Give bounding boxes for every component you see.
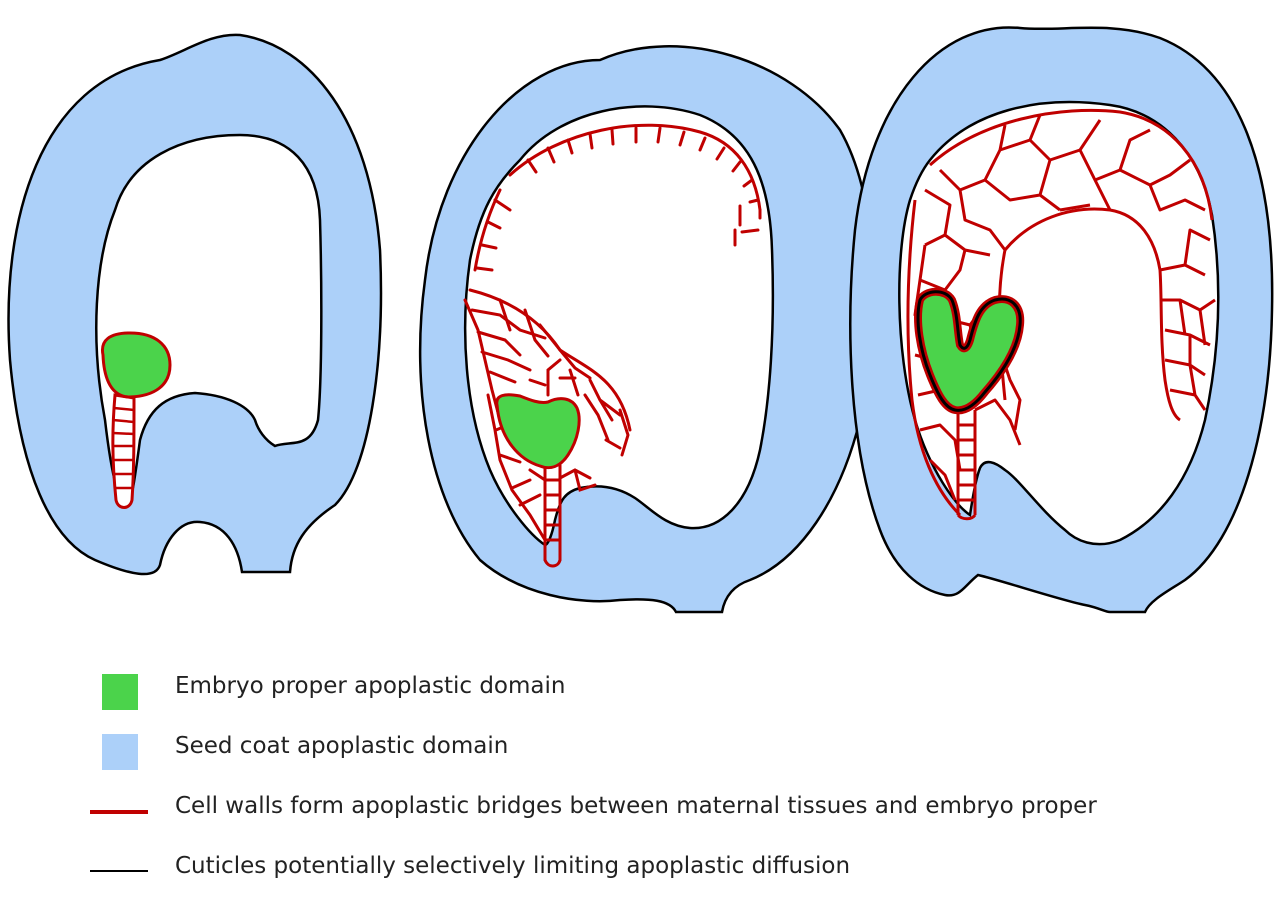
legend: Embryo proper apoplastic domain Seed coa… (90, 668, 1240, 908)
embryo-1 (102, 333, 170, 397)
suspensor-1 (113, 395, 134, 508)
legend-item-seed-coat: Seed coat apoplastic domain (90, 728, 1240, 788)
seed-heart-stage (850, 27, 1272, 612)
legend-item-embryo: Embryo proper apoplastic domain (90, 668, 1240, 728)
seed-coat-swatch (102, 734, 138, 770)
embryo-swatch (102, 674, 138, 710)
cuticle-swatch (90, 870, 148, 872)
legend-item-cuticle: Cuticles potentially selectively limitin… (90, 848, 1240, 908)
seed-development-diagram: .seedcoat { fill: #acd0f9; stroke: #000;… (0, 0, 1278, 640)
cell-wall-swatch (90, 810, 148, 814)
seed-early-heart-stage (420, 46, 873, 612)
legend-label: Seed coat apoplastic domain (175, 733, 508, 759)
legend-label: Cuticles potentially selectively limitin… (175, 853, 850, 879)
seed-globular-stage (9, 35, 381, 574)
legend-item-cell-wall: Cell walls form apoplastic bridges betwe… (90, 788, 1240, 848)
legend-label: Cell walls form apoplastic bridges betwe… (175, 793, 1097, 819)
legend-label: Embryo proper apoplastic domain (175, 673, 565, 699)
